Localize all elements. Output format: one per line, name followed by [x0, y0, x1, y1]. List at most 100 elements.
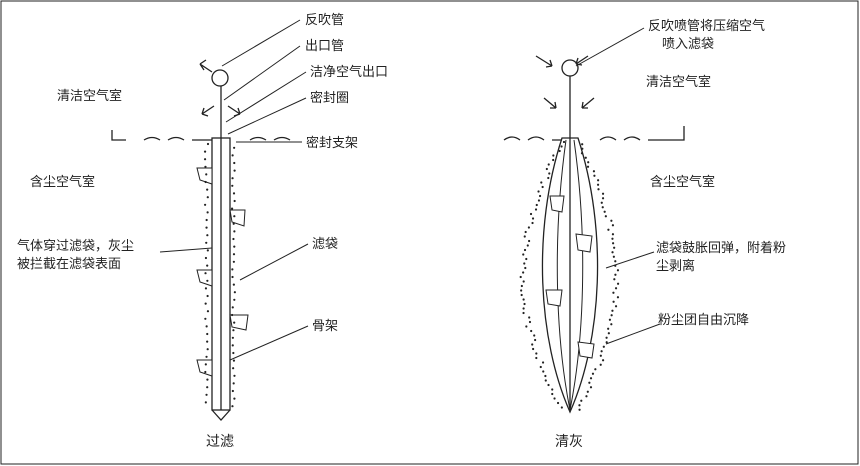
dust-dot	[232, 260, 235, 263]
dust-dot	[611, 251, 614, 254]
arrow-out-1	[199, 59, 213, 73]
label-dusty-chamber-right: 含尘空气室	[650, 174, 715, 190]
arrow-out-2	[201, 105, 215, 117]
dust-dot	[205, 355, 208, 358]
dust-dot	[522, 253, 525, 256]
dust-dot	[232, 283, 235, 286]
dust-dot	[601, 359, 605, 362]
leader-nozzle	[575, 27, 645, 67]
dust-dot	[548, 172, 551, 175]
dust-dot	[547, 176, 550, 180]
dust-dot	[204, 272, 207, 275]
dust-dot	[206, 386, 209, 389]
caption-cleaning: 清灰	[555, 434, 583, 450]
dust-dot	[596, 183, 600, 186]
dust-dot	[601, 192, 605, 195]
dust-dot	[612, 300, 615, 303]
leader-blowpipe	[221, 19, 301, 67]
dust-dot	[233, 146, 236, 149]
dust-dot	[601, 206, 604, 209]
dust-dot	[233, 397, 236, 400]
dust-dot	[206, 142, 210, 146]
bag-bottom-left	[211, 409, 231, 421]
dust-dot	[232, 237, 235, 241]
label-outlet-pipe: 出口管	[305, 39, 344, 54]
dust-dot	[205, 325, 208, 328]
dust-dot	[599, 354, 602, 357]
dust-dot	[605, 341, 608, 344]
label-blowpipe: 反吹管	[305, 13, 344, 28]
dust-dot	[522, 311, 525, 315]
dust-dot	[231, 177, 234, 180]
dust-dot	[612, 255, 615, 258]
dust-dot	[233, 245, 236, 248]
dust-dot	[547, 383, 550, 387]
dust-dot	[206, 340, 209, 343]
dust-dot	[537, 190, 540, 193]
dust-dot	[205, 173, 208, 176]
filtration-figure: 反吹管 出口管 洁净空气出口 密封圈 清洁空气室 密封支架 含尘空气室 气体穿过…	[17, 13, 388, 450]
dust-dot	[560, 145, 563, 148]
arrow-in-3	[543, 97, 557, 109]
dust-dot	[206, 310, 210, 313]
dust-dot	[597, 188, 600, 191]
dust-dot	[522, 271, 525, 274]
dust-dot	[204, 363, 207, 366]
dust-dot	[594, 368, 597, 371]
dust-dot	[535, 203, 538, 207]
label-clean-chamber-right: 清洁空气室	[646, 74, 711, 90]
label-filter-bag: 滤袋	[312, 237, 338, 252]
dust-dot	[586, 390, 589, 393]
dust-dot	[519, 275, 522, 279]
dust-dot	[540, 181, 543, 184]
dust-dot	[527, 226, 530, 229]
dust-dot	[525, 257, 528, 261]
dust-dot	[231, 306, 234, 309]
dust-dot	[581, 147, 584, 150]
dust-dot	[205, 218, 208, 222]
dust-dot	[589, 386, 593, 389]
flow-flag	[575, 233, 593, 253]
dust-dot	[231, 154, 234, 157]
label-seal-bracket: 密封支架	[306, 135, 358, 151]
dust-dot	[607, 332, 610, 335]
flow-flag	[229, 314, 249, 331]
label-expand-1: 滤袋鼓胀回弹，附着粉	[656, 240, 786, 256]
dust-dot	[614, 305, 618, 308]
dust-dot	[538, 194, 542, 198]
dust-dot	[537, 199, 541, 202]
dust-dot	[611, 224, 615, 227]
dust-dot	[232, 329, 235, 332]
label-gas-through-1: 气体穿过滤袋，灰尘	[17, 238, 134, 254]
dust-dot	[231, 275, 234, 279]
dust-dot	[611, 237, 614, 240]
dust-dot	[231, 344, 234, 347]
leader-clean-outlet	[225, 71, 307, 123]
dust-dot	[233, 291, 236, 294]
dust-dot	[616, 296, 620, 299]
dust-dot	[541, 185, 544, 189]
dust-dot	[552, 154, 555, 157]
filter-bag-right	[541, 137, 599, 414]
dust-dot	[525, 325, 528, 328]
label-nozzle-1: 反吹喷管将压缩空气	[648, 18, 765, 34]
dust-dot	[551, 388, 554, 391]
dust-dot	[586, 165, 590, 168]
dust-dot	[204, 370, 207, 374]
dust-dot	[523, 262, 526, 265]
arrow-in-4	[581, 97, 595, 109]
dust-dot	[560, 406, 563, 409]
dust-dot	[523, 248, 527, 252]
dust-dot	[611, 233, 615, 236]
dust-dot	[608, 318, 612, 321]
leader-gas-through	[159, 247, 213, 253]
dust-dot	[206, 234, 209, 237]
dust-dot	[206, 378, 209, 381]
dust-dot	[535, 352, 538, 355]
dust-dot	[231, 405, 234, 408]
label-gas-through-2: 被拦截在滤袋表面	[17, 257, 121, 272]
dust-dot	[532, 347, 535, 351]
dust-dot	[534, 208, 538, 211]
dust-dot	[231, 389, 234, 393]
